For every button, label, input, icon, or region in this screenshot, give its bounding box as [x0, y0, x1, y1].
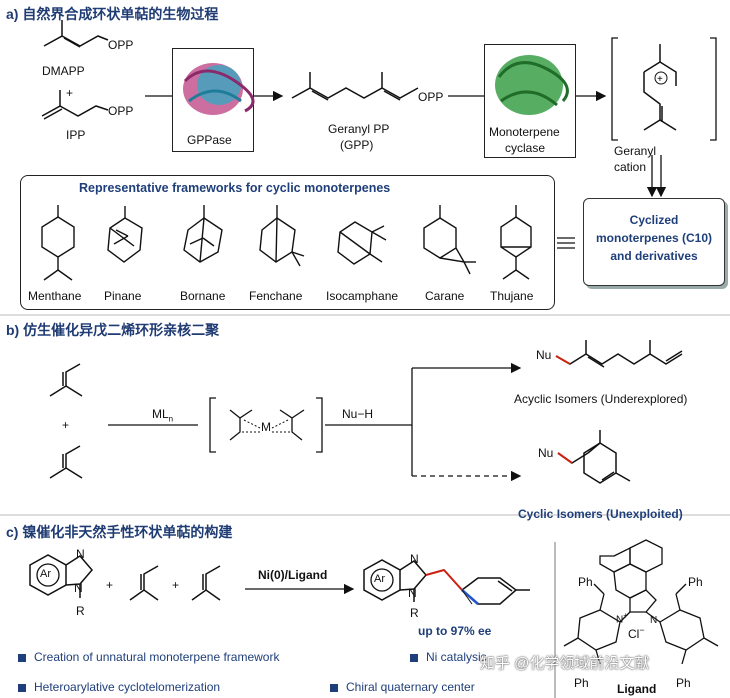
gpp-structure — [291, 72, 419, 101]
watermark: 知乎 @化学领域前沿文献 — [480, 655, 650, 672]
chloride-label: Cl− — [628, 625, 645, 641]
svg-text:+: + — [657, 74, 663, 85]
geranyl-cation-structure — [643, 44, 677, 131]
cyclase-label-2: cyclase — [505, 141, 546, 155]
ar-label: Ar — [40, 568, 51, 580]
product-n-label-1: N — [410, 552, 419, 566]
dmapp-label: DMAPP — [42, 64, 85, 78]
equivalence-sign — [557, 237, 575, 249]
framework-carane: Carane — [425, 289, 465, 303]
aryl-ring-icon — [36, 563, 60, 587]
ligand-structure — [563, 539, 719, 665]
cyclic-isomers-label: Cyclic Isomers (Unexploited) — [518, 507, 683, 521]
isoprene-structure-1 — [49, 363, 83, 397]
framework-pinane: Pinane — [104, 289, 142, 303]
framework-thujane: Thujane — [490, 289, 534, 303]
ligand-ph-label-2: Ph — [688, 575, 703, 589]
thujane-structure — [500, 205, 532, 280]
product-n-label-2: N — [408, 586, 417, 600]
frameworks-title: Representative frameworks for cyclic mon… — [79, 181, 391, 195]
cyclic-product-structure — [557, 430, 631, 484]
product-aryl-ring-icon — [370, 568, 394, 592]
acyclic-product-structure — [555, 340, 683, 368]
plus-sign-a: + — [66, 86, 74, 100]
ligand-n-label-1: N+ — [616, 610, 629, 626]
isoprene-structure-4 — [191, 565, 221, 601]
geranyl-pp-label: Geranyl PP — [328, 122, 390, 136]
gppase-label: GPPase — [187, 133, 232, 147]
metal-label: M — [261, 420, 271, 434]
gpp-label: (GPP) — [340, 138, 374, 152]
gpp-opp-label: OPP — [418, 90, 444, 104]
cation-bracket — [611, 37, 717, 141]
pinane-structure — [107, 206, 143, 263]
isoprene-structure-2 — [49, 445, 83, 479]
ligand-n-label-2: N — [650, 615, 658, 626]
n-label-1: N — [76, 547, 85, 561]
cyclized-result-box: Cyclized monoterpenes (C10) and derivati… — [583, 198, 725, 286]
bornane-structure — [183, 205, 223, 263]
plus-sign-b: + — [62, 418, 70, 432]
n-label-2: N — [74, 581, 83, 595]
gppase-box: GPPase — [172, 48, 255, 152]
result-line-3: and derivatives — [610, 249, 698, 263]
carane-structure — [423, 205, 476, 275]
complex-bracket — [209, 397, 323, 453]
gppase-protein-image — [183, 63, 255, 115]
dmapp-opp-label: OPP — [108, 38, 134, 52]
acyclic-isomers-label: Acyclic Isomers (Underexplored) — [514, 392, 688, 406]
section-b-title: b) 仿生催化异戊二烯环形亲核二聚 — [6, 322, 220, 338]
section-a-title: a) 自然界合成环状单萜的生物过程 — [6, 6, 219, 22]
result-line-1: Cyclized — [629, 213, 679, 227]
fenchane-structure — [259, 205, 305, 267]
ligand-ph-label-3: Ph — [574, 676, 589, 690]
bullet-square-icon — [410, 653, 418, 662]
bullet-square-icon — [18, 653, 26, 662]
plus-sign-c2: + — [172, 578, 180, 592]
bullet-4: Chiral quaternary center — [330, 680, 475, 694]
nu-label-acyclic: Nu — [536, 348, 552, 362]
cyclase-label-1: Monoterpene — [489, 125, 560, 139]
framework-menthane: Menthane — [28, 289, 82, 303]
ligand-label: Ligand — [617, 682, 657, 696]
product-r-label: R — [410, 606, 419, 620]
benzimidazole-structure — [29, 554, 93, 598]
cation-label-1: Geranyl — [614, 144, 657, 158]
r-label: R — [76, 604, 85, 618]
cyclase-box: Monoterpene cyclase — [484, 44, 576, 158]
ipp-opp-label: OPP — [108, 104, 134, 118]
cation-label-2: cation — [614, 160, 647, 174]
product-structure — [363, 559, 530, 605]
ligand-ph-label-1: Ph — [578, 575, 593, 589]
cyclase-protein-image — [495, 55, 569, 115]
frameworks-box — [20, 175, 555, 310]
framework-fenchane: Fenchane — [249, 289, 303, 303]
bullet-1: Creation of unnatural monoterpene framew… — [18, 650, 279, 664]
bullet-2: Ni catalysis — [410, 650, 487, 664]
menthane-structure — [41, 205, 75, 281]
plus-sign-c1: + — [106, 578, 114, 592]
ligand-ph-label-4: Ph — [676, 676, 691, 690]
bullet-square-icon — [330, 683, 338, 692]
result-line-2: monoterpenes (C10) — [595, 231, 713, 245]
catalyst-label: MLn — [152, 407, 174, 424]
section-c-title: c) 镍催化非天然手性环状单萜的构建 — [6, 524, 233, 540]
nu-label-cyclic: Nu — [538, 446, 554, 460]
ipp-label: IPP — [66, 128, 86, 142]
nucleophile-label: Nu−H — [342, 407, 374, 421]
isocamphane-structure — [337, 221, 387, 265]
bullet-3: Heteroarylative cyclotelomerization — [18, 680, 220, 694]
isoprene-structure-3 — [129, 565, 159, 601]
ee-label: up to 97% ee — [418, 624, 492, 638]
positive-charge-icon — [654, 71, 668, 85]
framework-bornane: Bornane — [180, 289, 226, 303]
product-ar-label: Ar — [374, 573, 385, 585]
bullet-square-icon — [18, 683, 26, 692]
dmapp-structure — [43, 20, 109, 48]
metal-complex-structure — [229, 409, 305, 441]
framework-isocamphane: Isocamphane — [326, 289, 399, 303]
ipp-structure — [41, 90, 109, 120]
conditions-label: Ni(0)/Ligand — [258, 568, 328, 582]
